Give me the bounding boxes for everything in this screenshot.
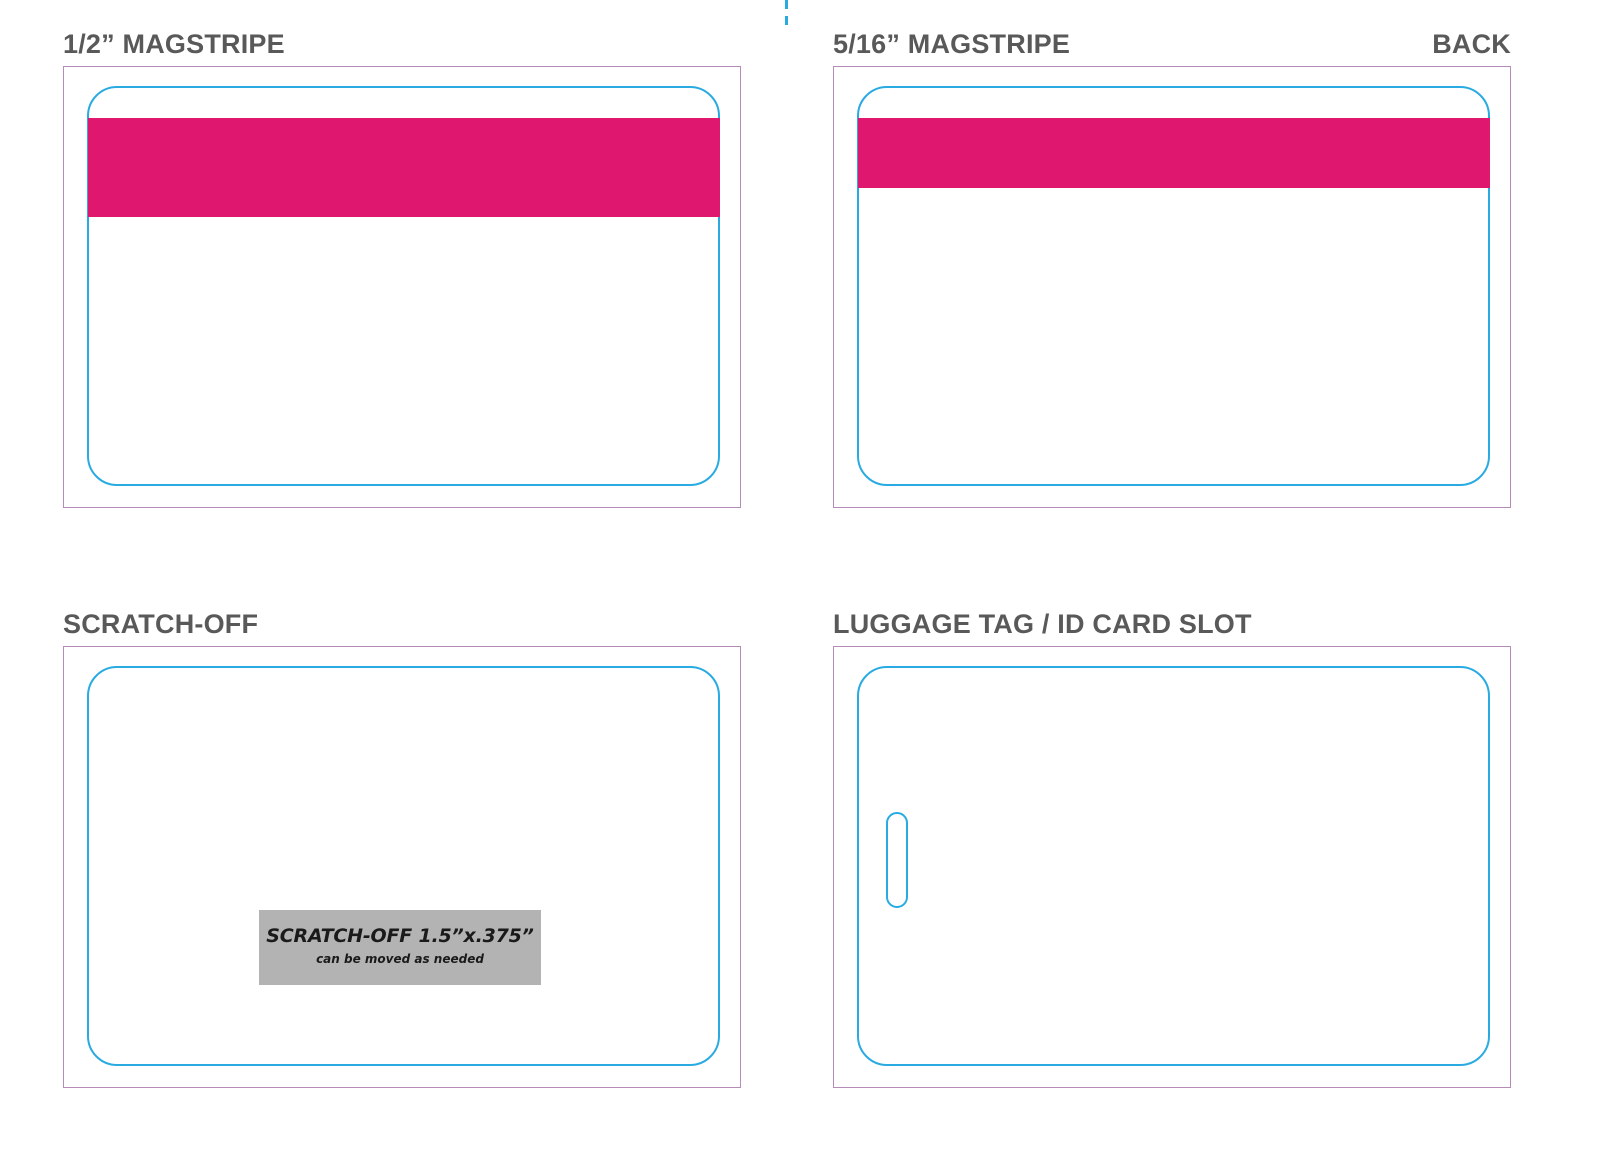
card-outline — [87, 86, 720, 486]
magstripe-band — [88, 118, 720, 217]
card-outline — [857, 86, 1490, 486]
bleed-trim-box — [63, 646, 741, 1088]
panel-header: 5/16” MAGSTRIPE BACK — [833, 22, 1511, 58]
panel-half-inch-magstripe: 1/2” MAGSTRIPE — [63, 31, 741, 508]
panel-side-label: BACK — [1432, 29, 1511, 59]
magstripe-band — [858, 118, 1490, 188]
panel-luggage-tag-id-card-slot: LUGGAGE TAG / ID CARD SLOT — [833, 611, 1511, 1088]
panel-scratch-off: SCRATCH-OFF SCRATCH-OFF 1.5”x.375” can b… — [63, 611, 741, 1088]
scratch-off-dimension-label: SCRATCH-OFF 1.5”x.375” — [266, 925, 534, 948]
scratch-off-note-label: can be moved as needed — [316, 952, 484, 967]
panel-title: LUGGAGE TAG / ID CARD SLOT — [833, 609, 1252, 639]
panel-header: LUGGAGE TAG / ID CARD SLOT — [833, 602, 1511, 638]
scratch-off-patch[interactable]: SCRATCH-OFF 1.5”x.375” can be moved as n… — [259, 910, 541, 985]
panel-header: SCRATCH-OFF — [63, 602, 741, 638]
card-outline — [87, 666, 720, 1066]
center-crop-tick-icon — [785, 0, 788, 32]
panel-header: 1/2” MAGSTRIPE — [63, 22, 741, 58]
panel-title: 5/16” MAGSTRIPE — [833, 29, 1071, 59]
luggage-tag-slot-cutout — [886, 812, 908, 908]
panel-five-sixteenths-magstripe: 5/16” MAGSTRIPE BACK — [833, 31, 1511, 508]
bleed-trim-box — [833, 646, 1511, 1088]
card-outline — [857, 666, 1490, 1066]
panel-title: 1/2” MAGSTRIPE — [63, 29, 285, 59]
panel-title: SCRATCH-OFF — [63, 609, 259, 639]
